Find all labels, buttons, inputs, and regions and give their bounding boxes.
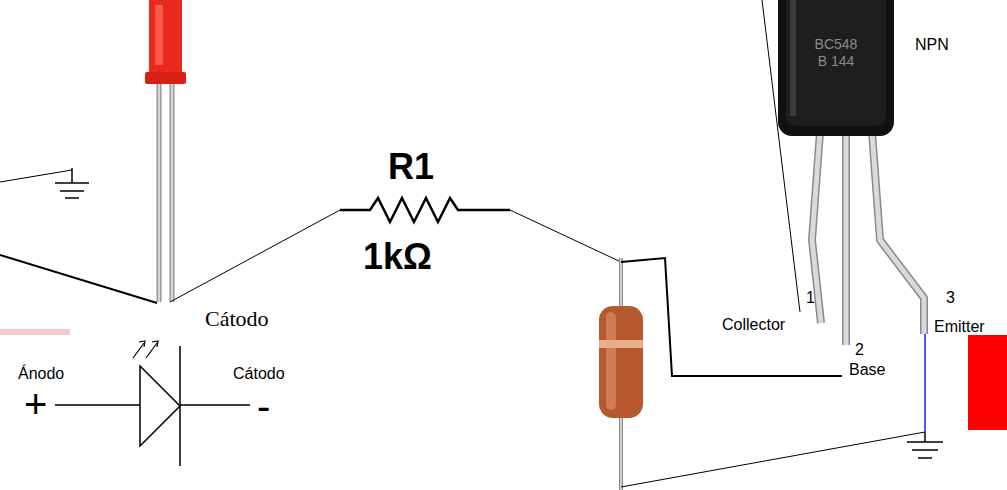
wire	[621, 258, 842, 376]
pin-label: Ánodo	[18, 365, 64, 383]
component-label: -	[257, 386, 270, 426]
red-mark	[0, 329, 70, 335]
component-label: R1	[388, 146, 434, 187]
diode-picture	[599, 258, 643, 490]
led-picture	[145, 0, 186, 302]
wire	[170, 210, 340, 302]
ground-symbol	[55, 168, 89, 198]
pin-label: Cátodo	[205, 306, 269, 331]
pin-label: Emitter	[934, 318, 985, 336]
component-label: +	[24, 384, 47, 424]
wire	[621, 432, 925, 487]
red-block	[968, 335, 1007, 430]
pin-label: 3	[946, 289, 955, 307]
resistor-symbol	[340, 198, 510, 222]
wire	[924, 334, 926, 432]
pin-label: 1	[806, 289, 815, 307]
pin-label: 2	[855, 341, 864, 359]
pin-label: Collector	[722, 316, 785, 334]
wire	[924, 432, 926, 442]
wire	[0, 170, 72, 182]
diode-symbol	[55, 341, 250, 466]
pin-label: Base	[849, 361, 885, 379]
ground-symbol	[907, 442, 943, 458]
part-marking: BC548 B 144	[809, 36, 863, 70]
component-label: 1kΩ	[363, 236, 432, 277]
transistor-body: BC548 B 144	[778, 0, 894, 136]
pin-label: NPN	[915, 36, 949, 54]
transistor-legs	[812, 132, 924, 345]
pin-label: Cátodo	[233, 365, 285, 383]
wire	[0, 255, 157, 303]
wire	[510, 210, 621, 262]
